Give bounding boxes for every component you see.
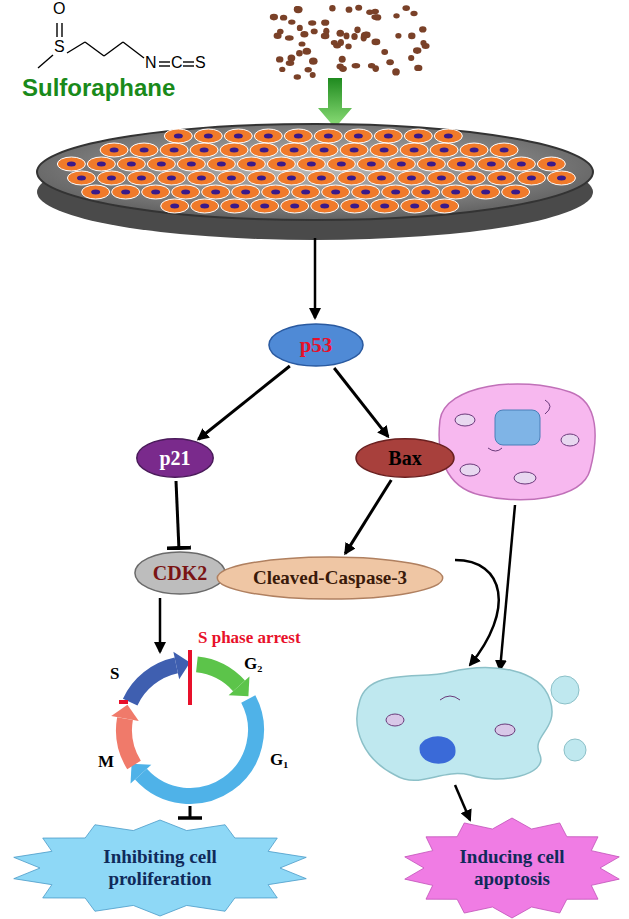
protein-ellipse: p21 [136,438,214,478]
atom-label: C [171,54,183,72]
atom-label: S [54,38,65,56]
phase-label: G₂ [244,654,262,674]
outcome-star: Inhibiting cell proliferation [10,820,310,916]
cell-cycle [111,652,256,796]
node-text: p21 [159,447,190,470]
cells [57,129,575,213]
arrow [500,505,515,670]
treatment-arrow [318,78,352,128]
arrest-bar [188,650,192,705]
node-text: CDK2 [153,562,207,585]
phase-label: G₁ [270,750,288,770]
petri-dish [37,124,593,220]
arrow [314,238,317,318]
node-text: Bax [388,447,421,470]
node-text: p53 [300,333,333,357]
atom-label: S [195,54,206,72]
arrow-connector [334,368,388,437]
arrow [159,598,162,652]
compound-name: Sulforaphane [22,74,175,102]
phase-label: S [110,664,119,684]
arrow [455,560,499,665]
phase-label: M [98,752,114,772]
protein-ellipse: Bax [355,438,455,478]
node-text: Inducing cell apoptosis [442,846,582,890]
node-text: Inhibiting cell proliferation [73,846,248,890]
protein-ellipse: CDK2 [134,551,226,595]
apoptotic-cell [357,668,586,781]
atom-label: N [145,54,157,72]
protein-ellipse: Cleaved-Caspase-3 [215,556,445,600]
protein-ellipse: p53 [268,323,364,367]
inhibit-line [189,806,192,818]
arrest-mark [119,700,128,704]
atom-label: O [53,0,65,18]
phase-label: S phase arrest [198,628,301,648]
seeds [270,5,430,80]
inhibition-connector [176,481,179,548]
inhibit-bar [178,816,202,820]
arrow [455,785,470,820]
chemical-structure [38,23,194,68]
arrow-connector [345,480,391,554]
arrow-connector [198,366,289,439]
mitochondria-cell [439,384,595,500]
node-text: Cleaved-Caspase-3 [253,567,407,589]
outcome-star: Inducing cell apoptosis [402,818,622,918]
